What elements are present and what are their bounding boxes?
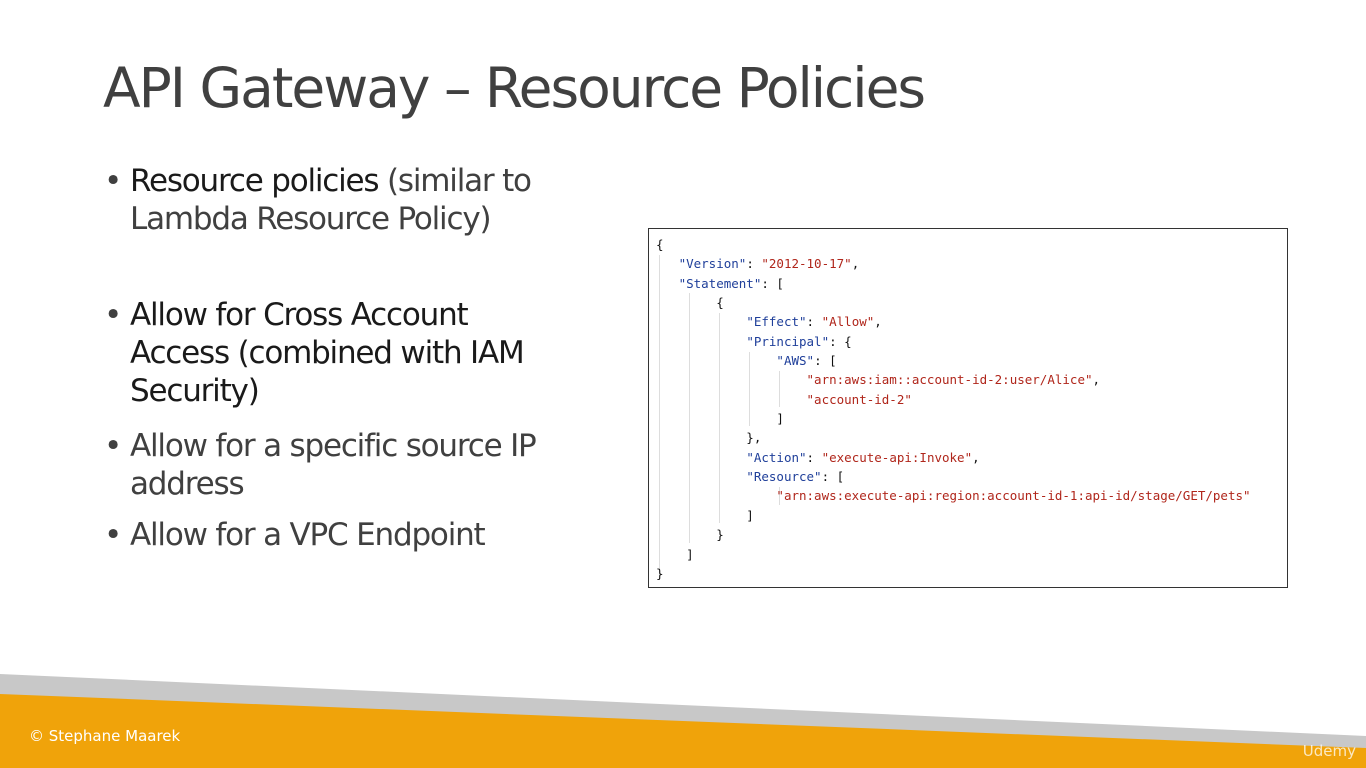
- code-line: ]: [656, 506, 1251, 525]
- json-punctuation: : [: [814, 353, 837, 369]
- json-punctuation: ,: [972, 449, 980, 465]
- code-line: {: [656, 293, 1251, 312]
- json-key: "Version": [678, 256, 747, 272]
- json-punctuation: }: [656, 565, 664, 581]
- bullet-list: • Resource policies (similar to Lambda R…: [104, 162, 554, 554]
- code-line: {: [656, 235, 1251, 254]
- code-line: "Resource": [: [656, 467, 1251, 486]
- code-line: "arn:aws:execute-api:region:account-id-1…: [656, 486, 1251, 505]
- indent-guide: [779, 487, 780, 505]
- json-string: "execute-api:Invoke": [821, 449, 973, 465]
- json-punctuation: : [: [821, 469, 845, 485]
- json-key: "Action": [746, 449, 807, 465]
- udemy-watermark: Udemy: [1302, 742, 1356, 760]
- bullet-text: (similar to Lambda Resource Policy): [130, 163, 532, 237]
- bullet-resource-policies: • Resource policies (similar to Lambda R…: [104, 162, 554, 238]
- json-key: "Statement": [678, 275, 762, 291]
- bullet-marker: •: [104, 163, 122, 199]
- json-string: "arn:aws:execute-api:region:account-id-1…: [776, 488, 1251, 504]
- json-punctuation: :: [746, 256, 762, 272]
- footer-orange-band: [0, 694, 1366, 768]
- bullet-text: Allow for a specific source IP address: [130, 428, 537, 502]
- bullet-source-ip: • Allow for a specific source IP address: [104, 427, 554, 503]
- policy-code-block: { "Version": "2012-10-17", "Statement": …: [648, 228, 1288, 588]
- json-key: "Effect": [746, 314, 807, 330]
- json-punctuation: ,: [874, 314, 882, 330]
- json-string: "2012-10-17": [761, 256, 852, 272]
- code-line: }: [656, 564, 1251, 583]
- indent-guide: [779, 371, 780, 407]
- bullet-marker: •: [104, 517, 122, 553]
- json-punctuation: ]: [656, 411, 784, 427]
- json-string: "account-id-2": [806, 391, 912, 407]
- code-line: "Version": "2012-10-17",: [656, 254, 1251, 273]
- bullet-marker: •: [104, 428, 122, 464]
- bullet-text: Allow for a VPC Endpoint: [130, 517, 486, 553]
- slide-title: API Gateway – Resource Policies: [103, 56, 926, 120]
- code-line: "Action": "execute-api:Invoke",: [656, 448, 1251, 467]
- json-punctuation: :: [806, 449, 822, 465]
- code-line: "arn:aws:iam::account-id-2:user/Alice",: [656, 370, 1251, 389]
- json-punctuation: ]: [656, 546, 694, 562]
- bullet-emphasis: Resource policies: [130, 163, 380, 199]
- indent-guide: [749, 352, 750, 426]
- indent-guide: [689, 293, 690, 543]
- indent-guide: [719, 313, 720, 523]
- json-punctuation: ,: [1092, 372, 1101, 388]
- json-punctuation: {: [656, 295, 724, 311]
- code-line: "Statement": [: [656, 274, 1251, 293]
- bullet-vpc-endpoint: • Allow for a VPC Endpoint: [104, 516, 554, 554]
- json-punctuation: },: [656, 430, 762, 446]
- code-line: ]: [656, 545, 1251, 564]
- json-punctuation: ]: [656, 507, 754, 523]
- code-line: "account-id-2": [656, 390, 1251, 409]
- bullet-marker: •: [104, 297, 122, 333]
- code-line: }: [656, 525, 1251, 544]
- json-punctuation: }: [656, 527, 724, 543]
- json-punctuation: :: [806, 314, 822, 330]
- code-line: },: [656, 428, 1251, 447]
- policy-json-lines: { "Version": "2012-10-17", "Statement": …: [656, 235, 1251, 583]
- json-string: "arn:aws:iam::account-id-2:user/Alice": [806, 372, 1093, 388]
- code-line: "AWS": [: [656, 351, 1251, 370]
- json-punctuation: ,: [851, 256, 860, 272]
- code-line: "Principal": {: [656, 332, 1251, 351]
- json-string: "Allow": [821, 314, 875, 330]
- bullet-cross-account: • Allow for Cross Account Access (combin…: [104, 296, 554, 410]
- bullet-emphasis: Allow for Cross Account Access (combined…: [130, 297, 525, 409]
- json-punctuation: : [: [761, 275, 784, 291]
- code-line: ]: [656, 409, 1251, 428]
- copyright-text: © Stephane Maarek: [29, 727, 181, 745]
- json-key: "Resource": [746, 469, 822, 485]
- code-line: "Effect": "Allow",: [656, 312, 1251, 331]
- json-key: "Principal": [746, 333, 830, 349]
- indent-guide: [659, 255, 660, 575]
- json-punctuation: : {: [829, 333, 852, 349]
- json-key: "AWS": [776, 353, 815, 369]
- json-punctuation: {: [656, 237, 664, 252]
